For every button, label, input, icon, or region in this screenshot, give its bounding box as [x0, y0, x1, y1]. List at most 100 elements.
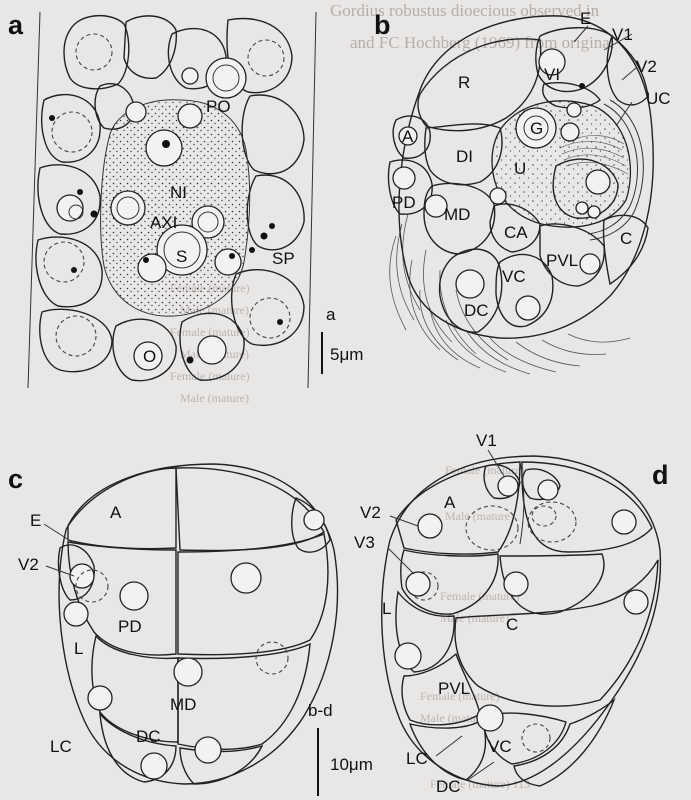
label-V2: V2 — [360, 503, 381, 522]
nucleus — [516, 296, 540, 320]
label-G: G — [530, 119, 543, 138]
nucleus — [477, 705, 503, 731]
nucleus — [588, 206, 600, 218]
nucleus — [612, 510, 636, 534]
label-DI: DI — [456, 147, 473, 166]
panel-letter-d: d — [652, 460, 669, 490]
label-R: R — [458, 73, 470, 92]
nucleus — [182, 68, 198, 84]
label-AXI: AXI — [150, 213, 177, 232]
nucleus — [126, 102, 146, 122]
label-DC: DC — [136, 727, 161, 746]
label-C: C — [620, 229, 632, 248]
nucleus — [141, 753, 167, 779]
panel-letter-a: a — [8, 10, 24, 40]
nucleus — [178, 104, 202, 128]
label-O: O — [143, 347, 156, 366]
nucleus — [88, 686, 112, 710]
label-A: A — [444, 493, 456, 512]
granule — [229, 253, 235, 259]
nucleolus — [162, 140, 170, 148]
nucleus — [418, 514, 442, 538]
nucleus — [304, 510, 324, 530]
nucleus — [576, 202, 588, 214]
nucleus — [456, 270, 484, 298]
nucleus — [146, 130, 182, 166]
label-E: E — [580, 9, 591, 28]
label-MD: MD — [444, 205, 470, 224]
granule — [71, 267, 77, 273]
label-PD: PD — [118, 617, 142, 636]
nucleus — [111, 191, 145, 225]
granule — [261, 233, 268, 240]
nucleus — [138, 254, 166, 282]
label-A: A — [110, 503, 122, 522]
label-SP: SP — [272, 249, 295, 268]
granule — [269, 223, 275, 229]
label-V3: V3 — [354, 533, 375, 552]
nucleus — [406, 572, 430, 596]
nucleus — [174, 658, 202, 686]
ghost-row: Male (mature) — [445, 509, 514, 523]
granule — [77, 189, 83, 195]
nucleus — [567, 103, 581, 117]
label-PD: PD — [392, 193, 416, 212]
nucleus — [561, 123, 579, 141]
scalebar-a-length: 5μm — [330, 345, 363, 364]
label-MD: MD — [170, 695, 196, 714]
label-V1: V1 — [612, 25, 633, 44]
nucleus — [580, 254, 600, 274]
nucleus — [393, 167, 415, 189]
label-PVL: PVL — [546, 251, 578, 270]
label-VC: VC — [502, 267, 526, 286]
label-V2: V2 — [636, 57, 657, 76]
nucleus — [198, 336, 226, 364]
granule — [187, 357, 194, 364]
nucleus — [624, 590, 648, 614]
label-C: C — [506, 615, 518, 634]
nucleus — [395, 643, 421, 669]
granule — [579, 83, 585, 89]
label-V1: V1 — [476, 431, 497, 450]
granule — [49, 115, 55, 121]
label-L: L — [382, 599, 391, 618]
ghost-row: Male (mature) — [180, 391, 249, 405]
nucleus — [206, 58, 246, 98]
nucleus — [64, 602, 88, 626]
label-L: L — [74, 639, 83, 658]
granule — [143, 257, 149, 263]
granule — [277, 319, 283, 325]
label-A: A — [402, 127, 414, 146]
label-VC: VC — [488, 737, 512, 756]
label-V2: V2 — [18, 555, 39, 574]
label-DC: DC — [436, 777, 461, 796]
nucleus — [195, 737, 221, 763]
label-LC: LC — [406, 749, 428, 768]
ghost-row: Female (mature) — [170, 369, 250, 383]
scalebar-bd-tag: b-d — [308, 701, 333, 720]
scalebar-a-tag: a — [326, 305, 336, 324]
label-U: U — [514, 159, 526, 178]
nucleus — [586, 170, 610, 194]
nucleus — [231, 563, 261, 593]
scalebar-bd-length: 10μm — [330, 755, 373, 774]
label-LC: LC — [50, 737, 72, 756]
granule — [249, 247, 255, 253]
ghost-title-1: Gordius robustus dioecious observed in — [330, 1, 600, 20]
label-PVL: PVL — [438, 679, 470, 698]
label-E: E — [30, 511, 41, 530]
nucleus — [504, 572, 528, 596]
label-DC: DC — [464, 301, 489, 320]
nucleus — [215, 249, 241, 275]
panel-letter-c: c — [8, 464, 23, 494]
nucleus — [490, 188, 506, 204]
nucleus — [498, 476, 518, 496]
label-VI: VI — [544, 65, 560, 84]
label-UC: UC — [646, 89, 671, 108]
granule — [91, 211, 98, 218]
panel-letter-b: b — [374, 10, 391, 40]
label-PO: PO — [206, 97, 231, 116]
nucleus — [538, 480, 558, 500]
label-CA: CA — [504, 223, 528, 242]
